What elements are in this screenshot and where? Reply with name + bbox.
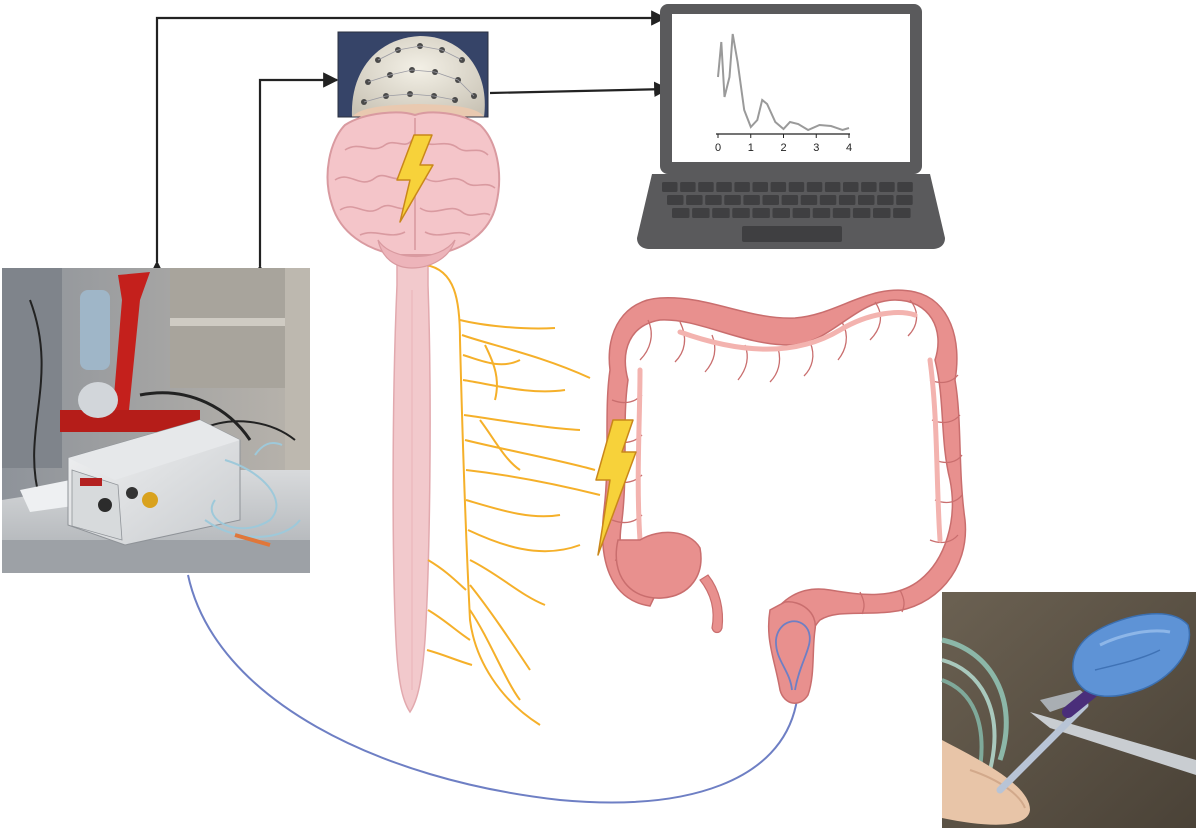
keyboard-key <box>897 182 913 192</box>
laptop-keyboard <box>662 182 913 218</box>
laptop-screen <box>672 14 910 162</box>
keyboard-key <box>734 182 750 192</box>
laptop-icon: 0 1 2 3 4 <box>637 4 945 249</box>
lightning-bolt-icon <box>396 134 434 223</box>
keyboard-key <box>712 208 730 218</box>
keyboard-key <box>812 208 831 218</box>
keyboard-key <box>824 182 841 192</box>
keyboard-key <box>692 208 710 218</box>
keyboard-key <box>672 208 690 218</box>
keyboard-key <box>806 182 823 192</box>
keyboard-key <box>732 208 750 218</box>
arrow-stimulator-laptop <box>149 10 667 276</box>
arrow-eeg-laptop <box>489 81 670 98</box>
keyboard-key <box>852 208 871 218</box>
lightning-bolt-icon <box>595 419 637 556</box>
plot-signal-line <box>717 33 850 132</box>
keyboard-key <box>832 208 851 218</box>
keyboard-key <box>843 182 859 192</box>
keyboard-key <box>861 182 877 192</box>
catheter-tube <box>187 574 799 804</box>
keyboard-key <box>698 182 714 192</box>
colon-icon <box>601 289 967 704</box>
plot-x-tick-label: 0 <box>715 142 721 154</box>
keyboard-key <box>686 195 703 205</box>
balloon-catheter-photo <box>941 592 1196 828</box>
arrow-stimulator-eeg <box>252 72 339 280</box>
keyboard-key <box>879 182 895 192</box>
keyboard-key <box>752 182 768 192</box>
keyboard-key <box>893 208 911 218</box>
eeg-cap-photo <box>337 31 489 118</box>
keyboard-key <box>877 195 894 205</box>
keyboard-key <box>705 195 722 205</box>
keyboard-key <box>716 182 732 192</box>
laptop-touchpad <box>742 226 842 242</box>
keyboard-key <box>680 182 696 192</box>
keyboard-key <box>724 195 741 205</box>
keyboard-key <box>788 182 805 192</box>
plot-x-tick-label: 4 <box>846 142 852 154</box>
keyboard-key <box>858 195 875 205</box>
keyboard-key <box>792 208 811 218</box>
stimulator-photo <box>2 268 310 573</box>
keyboard-key <box>743 195 760 205</box>
keyboard-key <box>896 195 913 205</box>
keyboard-key <box>667 195 684 205</box>
plot-x-tick-label: 1 <box>748 142 754 154</box>
plot-x-tick-label: 3 <box>813 142 819 154</box>
keyboard-key <box>781 195 799 205</box>
keyboard-key <box>819 195 837 205</box>
keyboard-key <box>772 208 790 218</box>
keyboard-key <box>800 195 818 205</box>
laptop-plot: 0 1 2 3 4 <box>715 33 852 154</box>
keyboard-key <box>762 195 779 205</box>
keyboard-key <box>873 208 891 218</box>
keyboard-key <box>752 208 770 218</box>
connection-arrows <box>149 10 670 280</box>
plot-x-tick-label: 2 <box>780 142 786 154</box>
sympathetic-nerves <box>425 264 601 726</box>
keyboard-key <box>770 182 787 192</box>
spinal-cord-icon <box>392 259 431 714</box>
keyboard-key <box>662 182 678 192</box>
keyboard-key <box>838 195 856 205</box>
